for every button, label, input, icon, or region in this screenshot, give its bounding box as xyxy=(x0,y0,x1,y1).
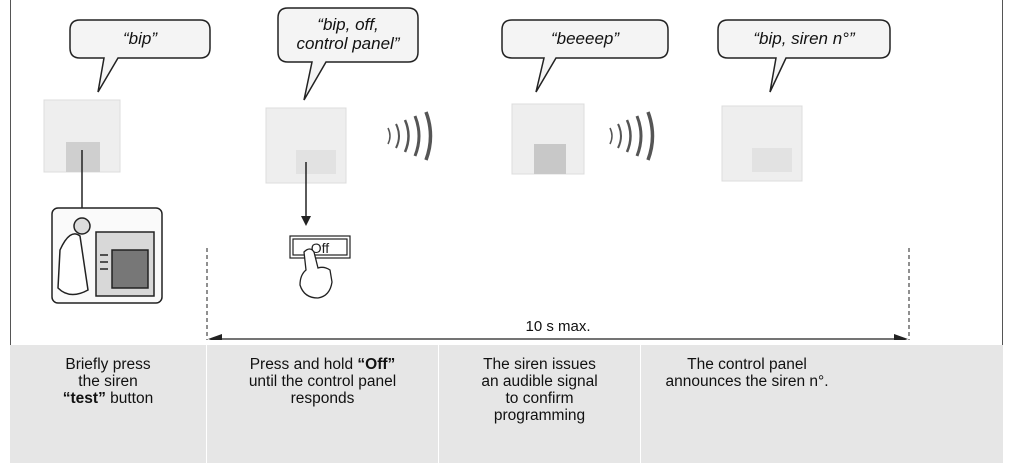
speech-bubble-3 xyxy=(501,19,669,93)
step-4-line2: announces the siren n°. xyxy=(665,373,829,390)
bubble-text-2-line2: control panel” xyxy=(296,34,400,53)
step-3-line1: The siren issues xyxy=(483,356,596,373)
bubble-text-4: “bip, siren n°” xyxy=(753,29,855,48)
steps-band xyxy=(10,345,1003,463)
step-1-line1: Briefly press xyxy=(65,356,151,373)
separator-1 xyxy=(206,345,207,463)
speech-bubble-2 xyxy=(277,7,419,101)
step-4-line1: The control panel xyxy=(687,356,807,373)
step-2-line3: responds xyxy=(290,390,355,407)
step-1: Briefly press the siren “test” button xyxy=(10,356,206,407)
siren-device-2 xyxy=(511,103,585,175)
illustration-layer: Off xyxy=(43,7,910,340)
step-4: The control panel announces the siren n°… xyxy=(641,356,853,390)
step-3-line4: programming xyxy=(493,407,586,424)
bubble-text-2-line1: “bip, off, xyxy=(317,15,379,34)
step-3: The siren issues an audible signal to co… xyxy=(439,356,640,424)
bubble-text-3: “beeeep” xyxy=(550,29,620,48)
separator-3 xyxy=(640,345,641,463)
timing-label: 10 s max. xyxy=(508,318,608,335)
step-1-line2: the siren xyxy=(78,373,138,390)
siren-open-with-hand xyxy=(51,207,163,304)
step-1-line3: “test” button xyxy=(10,390,206,407)
step-2-line1: Press and hold “Off” xyxy=(207,356,438,373)
step-3-line2: an audible signal xyxy=(481,373,598,390)
step-2-pre: Press and hold xyxy=(249,356,358,373)
step-2: Press and hold “Off” until the control p… xyxy=(207,356,438,407)
radio-waves-icon-1 xyxy=(387,111,433,161)
step-2-line2: until the control panel xyxy=(248,373,397,390)
speech-bubble-4 xyxy=(717,19,891,93)
step-1-bold: “test” xyxy=(62,390,106,407)
diagram-frame xyxy=(10,0,1003,463)
bubble-text-1: “bip” xyxy=(122,29,157,48)
control-panel-device-2 xyxy=(721,105,803,182)
step-3-line3: to confirm xyxy=(505,390,574,407)
bubble-text-2: “bip, off, control panel” xyxy=(278,15,418,53)
step-2-bold: “Off” xyxy=(357,356,396,373)
radio-waves-icon-2 xyxy=(609,111,655,161)
speech-bubble-1 xyxy=(69,19,211,93)
off-key-label: Off xyxy=(311,240,330,256)
separator-2 xyxy=(438,345,439,463)
pointing-hand-icon xyxy=(299,248,333,299)
step-1-rest: button xyxy=(105,390,154,407)
